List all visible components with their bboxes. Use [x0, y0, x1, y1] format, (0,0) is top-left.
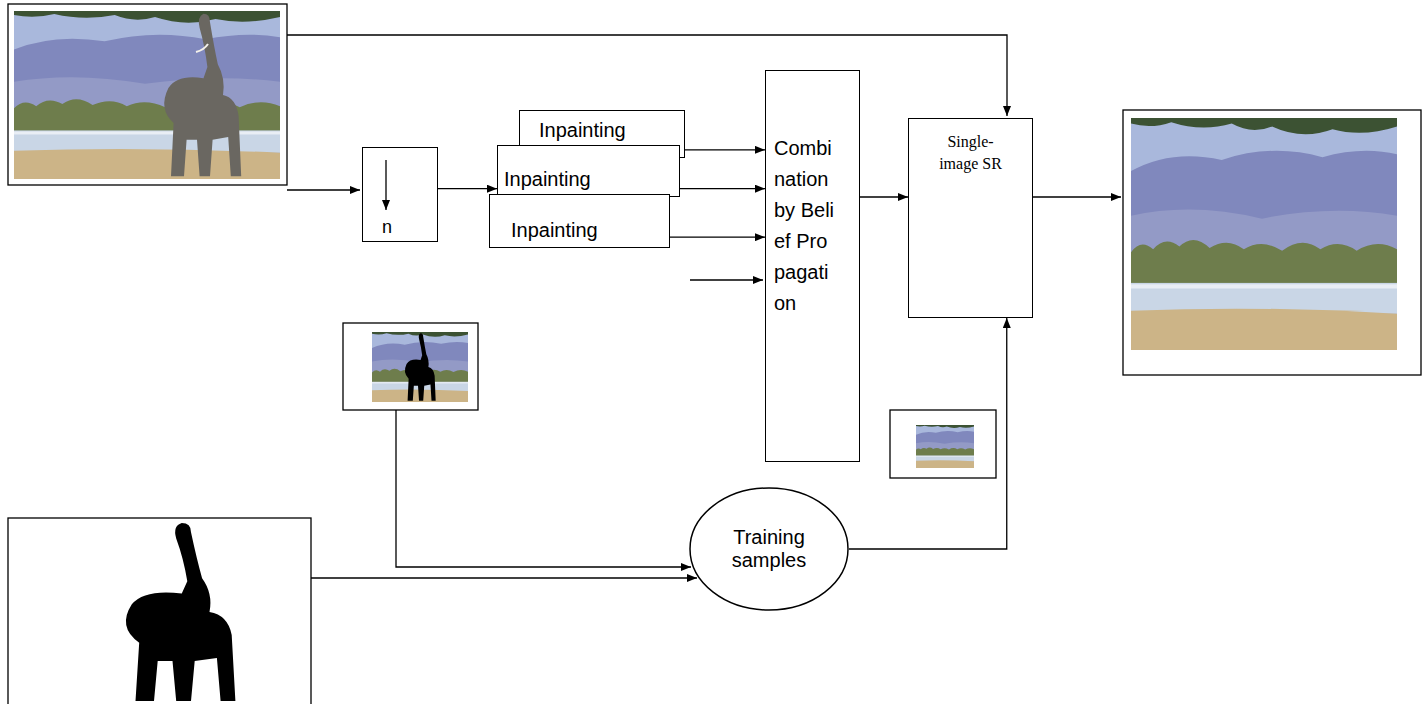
connector-arrow — [860, 196, 908, 197]
landscape-photo — [916, 425, 974, 468]
inpainting-box: Inpainting — [489, 194, 670, 248]
flow-arrow — [396, 410, 691, 567]
ellipse-outline — [690, 488, 848, 610]
combination-box: Combination by Belief Propagation — [765, 70, 860, 462]
flow-arrow — [287, 35, 1007, 116]
photo-frame — [8, 4, 287, 185]
flow-arrow — [690, 279, 763, 280]
node-label: Combination by Belief Propagation — [774, 133, 838, 319]
elephant-mask — [405, 333, 436, 401]
connector-arrow — [849, 318, 1007, 549]
node-label: Training samples — [719, 526, 819, 572]
landscape-photo — [1131, 118, 1397, 350]
flow-arrow — [311, 577, 697, 578]
elephant-mask — [126, 523, 236, 701]
elephant-figure — [164, 14, 241, 176]
node-label: Inpainting — [511, 219, 598, 242]
node-label: Inpainting — [539, 119, 626, 142]
connector-arrow — [680, 188, 765, 189]
process-box: Single-image SR — [908, 118, 1033, 318]
landscape-photo — [14, 11, 280, 179]
mask-frame — [8, 518, 311, 704]
downsample-symbol — [385, 160, 386, 210]
inpainting-box: Inpainting — [497, 145, 680, 197]
node-label: n — [382, 217, 392, 237]
connector-arrow — [685, 149, 765, 150]
photo-frame — [1123, 110, 1421, 375]
flow-arrow — [287, 189, 360, 190]
photo-frame — [890, 410, 996, 478]
node-label: Inpainting — [504, 168, 591, 191]
elephant-tusk — [196, 44, 208, 52]
photo-frame — [343, 323, 478, 410]
training-ellipse: Training samples — [689, 487, 849, 611]
connector-arrow — [670, 237, 765, 238]
downsample-box: n — [362, 147, 438, 242]
landscape-photo — [372, 332, 468, 402]
node-label: Single-image SR — [930, 131, 1012, 175]
connector-arrow — [438, 188, 497, 189]
flow-arrow — [1033, 196, 1121, 197]
